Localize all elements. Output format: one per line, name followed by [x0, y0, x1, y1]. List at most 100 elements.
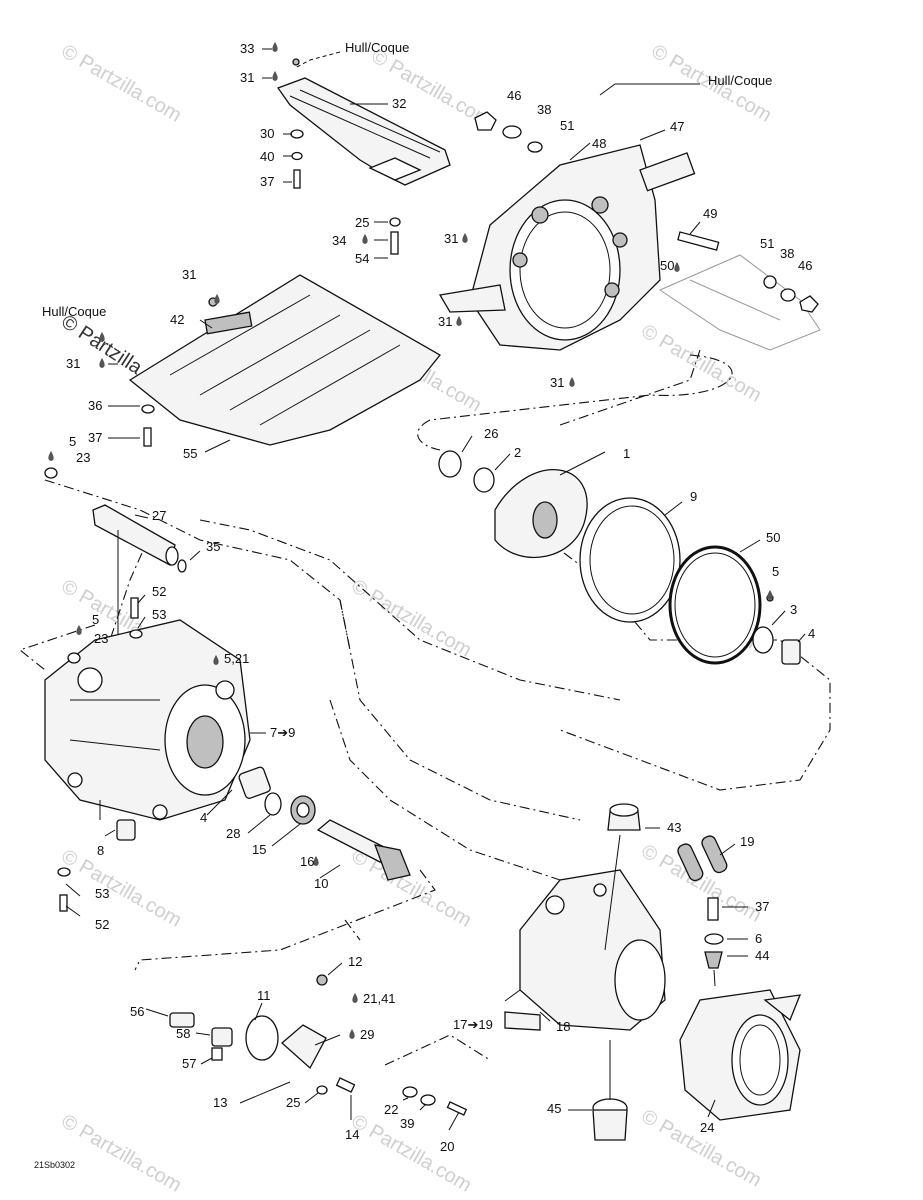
- callout: 23: [76, 450, 90, 465]
- callout: 23: [94, 631, 108, 646]
- callout: 5: [92, 612, 99, 627]
- watermark-text: © Partzilla.com: [58, 1110, 186, 1196]
- part-pump-housing: [44, 597, 251, 821]
- callout: 4: [200, 810, 207, 825]
- callout: 5: [69, 434, 76, 449]
- callout: 46: [507, 88, 521, 103]
- hardware-left-lower: [57, 867, 71, 912]
- hardware-fittings-56-58-57: [169, 1012, 233, 1061]
- hull-label: Hull/Coque: [345, 40, 409, 55]
- callout: 22: [384, 1102, 398, 1117]
- callout: 31: [182, 267, 196, 282]
- callout: 37: [260, 174, 274, 189]
- callout: 57: [182, 1056, 196, 1071]
- callout: 52: [152, 584, 166, 599]
- callout: 4: [808, 626, 815, 641]
- callout: 49: [703, 206, 717, 221]
- hardware-steering-right: [607, 803, 728, 969]
- callout: 35: [206, 539, 220, 554]
- callout: 43: [667, 820, 681, 835]
- callout: 40: [260, 149, 274, 164]
- callout: 31: [240, 70, 254, 85]
- callout: 9: [690, 489, 697, 504]
- callout: 45: [547, 1101, 561, 1116]
- part-24-nozzle: [679, 989, 802, 1121]
- drop-markers: [48, 42, 773, 1039]
- dashed-group-lines: [18, 349, 831, 1066]
- part-49-stud: [677, 231, 819, 313]
- callout: 14: [345, 1127, 359, 1142]
- callout: 31: [444, 231, 458, 246]
- callout: 55: [183, 446, 197, 461]
- callout: 25: [286, 1095, 300, 1110]
- part-cone-cap: [245, 974, 356, 1095]
- callout: 42: [170, 312, 184, 327]
- callout: 12: [348, 954, 362, 969]
- callout: 38: [537, 102, 551, 117]
- callout-labels: Hull/Coque Hull/Coque Hull/Coque 33 31 3…: [34, 40, 815, 1170]
- callout: 31: [550, 375, 564, 390]
- callout: 46: [798, 258, 812, 273]
- callout: 2: [514, 445, 521, 460]
- callout: 31: [66, 356, 80, 371]
- callout: 3: [790, 602, 797, 617]
- callout: 39: [400, 1116, 414, 1131]
- part-rear-bracket-shadow: [658, 254, 821, 351]
- callout: 44: [755, 948, 769, 963]
- part-10-shaft: [316, 819, 411, 881]
- callout: 53: [95, 886, 109, 901]
- watermark-text: © Partzilla.com: [348, 845, 476, 931]
- callout: 11: [257, 988, 271, 1003]
- hardware-46-38-51-top: [474, 111, 543, 153]
- callout: 48: [592, 136, 606, 151]
- callout: 31: [438, 314, 452, 329]
- callout: 5,21: [224, 651, 249, 666]
- callout: 5: [772, 564, 779, 579]
- callout: 51: [560, 118, 574, 133]
- callout: 47: [670, 119, 684, 134]
- callout: 26: [484, 426, 498, 441]
- part-32-support-bracket: [276, 58, 451, 186]
- callout: 13: [213, 1095, 227, 1110]
- part-impeller: [438, 450, 588, 559]
- callout: 24: [700, 1120, 714, 1135]
- part-venturi-housing: [504, 869, 666, 1031]
- hardware-top-left: [290, 129, 401, 255]
- callout: 6: [755, 931, 762, 946]
- callout: 28: [226, 826, 240, 841]
- part-bearing-right: [752, 594, 801, 665]
- watermark-text: © Partzilla.com: [638, 840, 766, 926]
- callout: 10: [314, 876, 328, 891]
- callout: 29: [360, 1027, 374, 1042]
- callout: 36: [88, 398, 102, 413]
- callout: 15: [252, 842, 266, 857]
- drawing-code: 21Sb0302: [34, 1160, 75, 1170]
- part-50-seal-ring: [668, 545, 762, 665]
- callout: 21,41: [363, 991, 396, 1006]
- callout: 30: [260, 126, 274, 141]
- callout: 27: [152, 508, 166, 523]
- callout: 54: [355, 251, 369, 266]
- callout: 20: [440, 1139, 454, 1154]
- part-8-plug: [116, 819, 136, 841]
- watermark-text: © Partzilla.com: [638, 1105, 766, 1191]
- callout: 19: [740, 834, 754, 849]
- callout: 37: [755, 899, 769, 914]
- part-9-wear-ring: [579, 497, 681, 623]
- callout: 50: [660, 258, 674, 273]
- watermark-text: © Partzilla.com: [638, 320, 766, 406]
- watermark-text: © Partzilla.com: [348, 575, 476, 661]
- hardware-left-column: [44, 297, 218, 479]
- callout: 17➔19: [453, 1017, 493, 1032]
- callout: 52: [95, 917, 109, 932]
- hull-label: Hull/Coque: [708, 73, 772, 88]
- part-bearing-seal-left: [238, 766, 316, 825]
- callout: 33: [240, 41, 254, 56]
- callout: 56: [130, 1004, 144, 1019]
- part-55-plate: [128, 274, 441, 446]
- callout: 16: [300, 854, 314, 869]
- watermark-text: © Partzilla.com: [58, 40, 186, 126]
- part-27-pipe: [92, 504, 187, 650]
- hull-label: Hull/Coque: [42, 304, 106, 319]
